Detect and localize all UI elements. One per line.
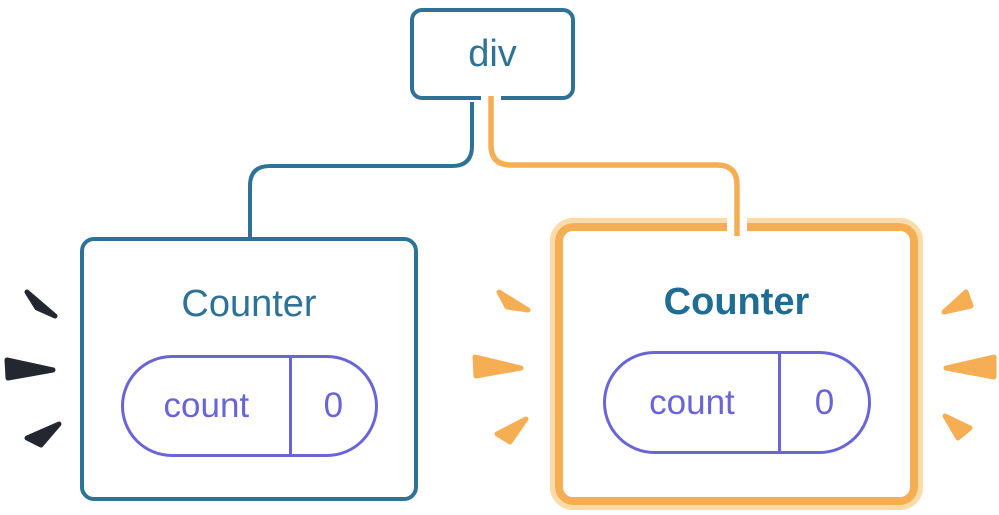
state-key-left: count xyxy=(163,386,250,425)
spark-icon xyxy=(941,289,974,315)
spark-burst-left-dark-icon xyxy=(4,289,62,448)
spark-icon xyxy=(4,357,56,381)
edge-div-to-right-counter-halo xyxy=(481,96,747,236)
root-div-node: div xyxy=(410,8,575,100)
counter-node-right-highlighted: Counter count 0 xyxy=(550,218,923,510)
state-pill-right: count 0 xyxy=(602,351,871,454)
spark-icon xyxy=(496,289,531,313)
root-div-label: div xyxy=(468,32,517,75)
counter-title-right: Counter xyxy=(663,281,810,323)
spark-icon xyxy=(24,421,62,448)
state-value-left: 0 xyxy=(289,358,374,454)
counter-node-left: Counter count 0 xyxy=(80,237,418,501)
counter-title-left: Counter xyxy=(181,283,317,325)
edge-div-to-left-counter xyxy=(248,102,474,240)
spark-icon xyxy=(943,354,997,380)
state-key-right: count xyxy=(649,382,735,422)
edge-div-to-right-counter xyxy=(488,96,740,236)
spark-icon xyxy=(942,413,973,441)
spark-icon xyxy=(24,289,58,319)
spark-icon xyxy=(494,416,529,445)
state-pill-left: count 0 xyxy=(120,355,378,457)
spark-icon xyxy=(472,354,524,379)
spark-burst-middle-orange-icon xyxy=(472,289,531,445)
spark-burst-right-orange-icon xyxy=(941,289,997,441)
state-value-right: 0 xyxy=(778,354,867,451)
